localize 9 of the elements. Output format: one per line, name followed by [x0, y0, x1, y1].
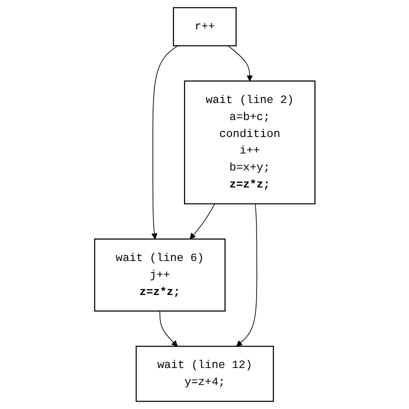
arrow: [151, 45, 178, 240]
node-box: wait (line 12) y=z+4;: [135, 346, 274, 402]
arrow: [236, 203, 257, 347]
arrow: [189, 203, 215, 240]
node-box: r++: [172, 7, 236, 46]
node-box: wait (line 6) j++ z=z*z;: [94, 238, 226, 312]
node-box: wait (line 2) a=b+c; condition i++ b=x+y; z=z*z;: [184, 80, 316, 204]
arrow: [159, 310, 178, 347]
arrow: [227, 45, 253, 82]
